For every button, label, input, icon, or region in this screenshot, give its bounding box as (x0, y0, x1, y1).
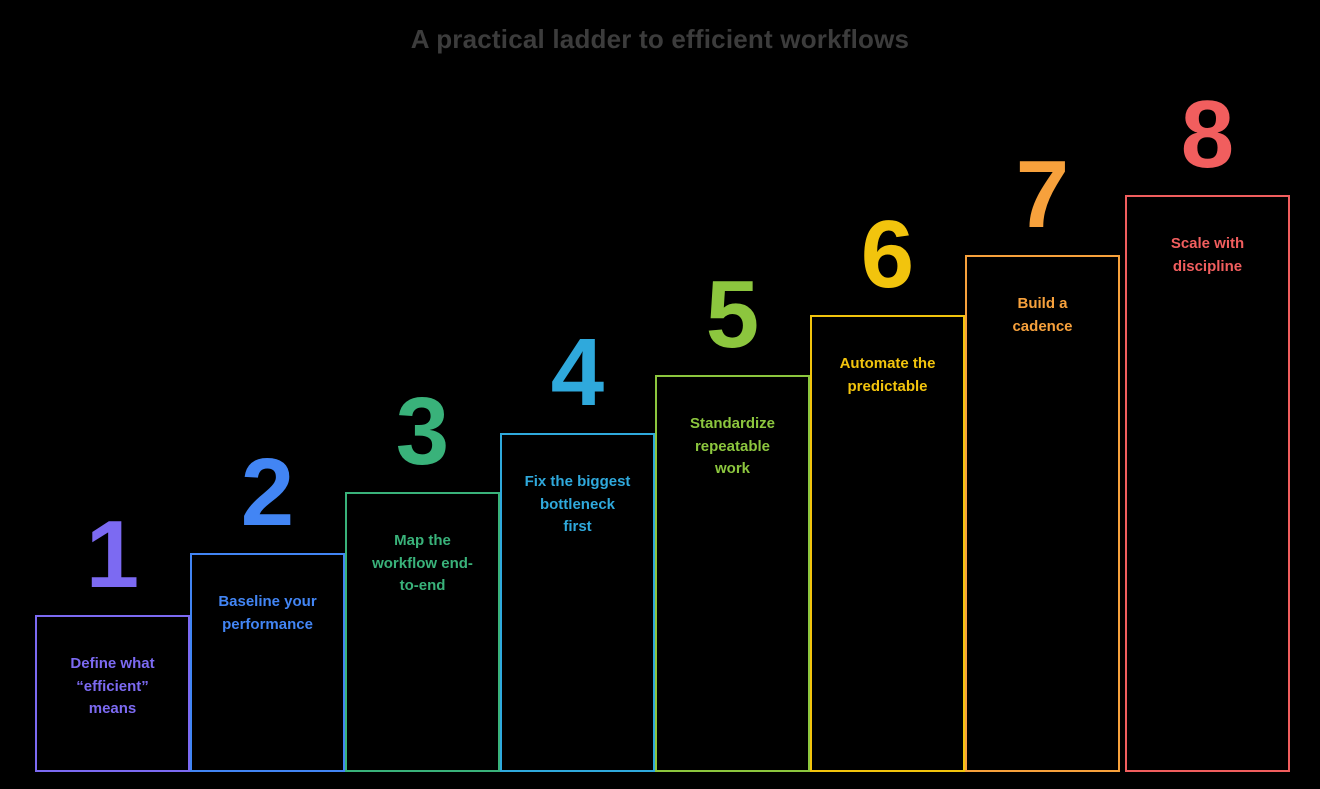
step-number-5: 5 (705, 261, 760, 368)
step-label-4: Fix the biggest bottleneck first (524, 473, 631, 535)
step-box-5: Standardize repeatable work (655, 375, 810, 772)
step-box-6: Automate the predictable (810, 315, 965, 772)
step-label-2: Baseline your performance (218, 593, 317, 633)
step-box-3: Map the workflow end-to-end (345, 492, 500, 772)
step-label-5: Standardize repeatable work (689, 415, 776, 477)
step-label-7: Build a cadence (1012, 295, 1073, 335)
step-label-6: Automate the predictable (839, 355, 936, 395)
step-box-4: Fix the biggest bottleneck first (500, 433, 655, 772)
step-number-4: 4 (550, 319, 605, 426)
step-label-3: Map the workflow end-to-end (372, 532, 473, 594)
step-box-2: Baseline your performance (190, 553, 345, 772)
step-number-6: 6 (860, 201, 915, 308)
step-number-3: 3 (395, 378, 450, 485)
step-label-8: Scale with discipline (1170, 235, 1245, 275)
step-box-8: Scale with discipline (1125, 195, 1290, 772)
step-label-1: Define what “efficient” means (70, 655, 155, 717)
step-box-1: Define what “efficient” means (35, 615, 190, 772)
step-number-1: 1 (85, 501, 140, 608)
step-box-7: Build a cadence (965, 255, 1120, 772)
step-number-8: 8 (1180, 81, 1235, 188)
step-number-2: 2 (240, 439, 295, 546)
page-title: A practical ladder to efficient workflow… (410, 24, 910, 54)
step-number-7: 7 (1015, 141, 1070, 248)
